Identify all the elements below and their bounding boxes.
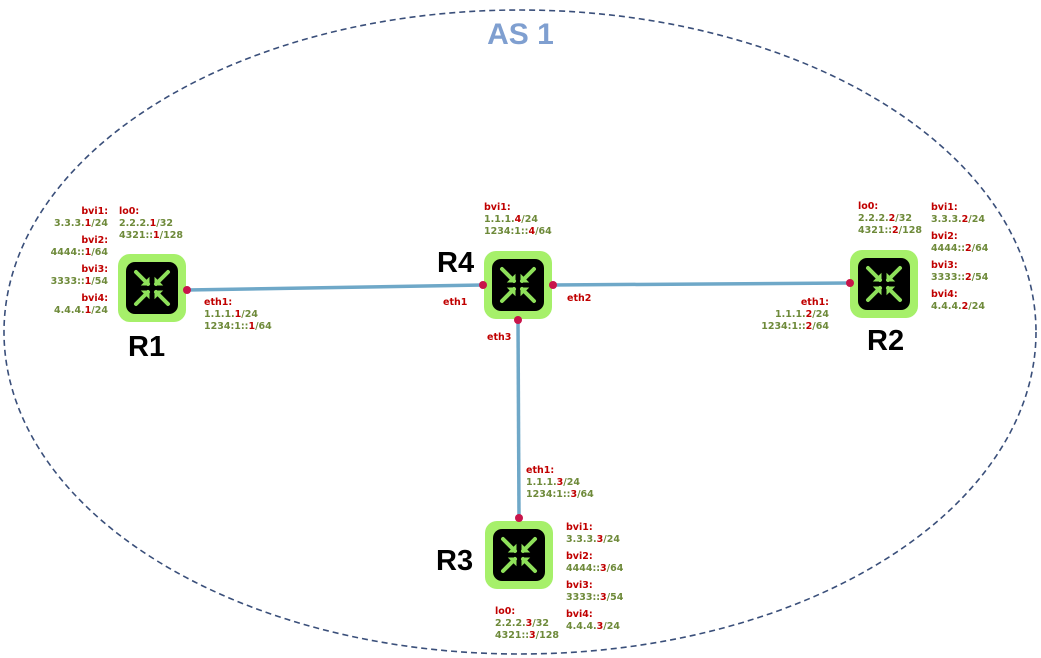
r3-bvi3-key: bvi3: — [566, 580, 593, 591]
r3-bvi2-addr: 4444::3/64 — [566, 563, 624, 574]
r2-bvi3-key: bvi3: — [931, 260, 958, 271]
r4-bvi1-key: bvi1: — [484, 202, 511, 213]
r1-lo0-ipv4: 2.2.2.1/32 — [119, 218, 173, 229]
r1-bvi3-addr: 3333::1/54 — [50, 276, 108, 287]
router-arrows-icon — [501, 537, 537, 573]
router-name-r4: R4 — [437, 247, 475, 279]
port-r3-eth1 — [515, 514, 523, 522]
r3-lo0-ipv6: 4321::3/128 — [495, 630, 559, 641]
r3-eth1-ipv4: 1.1.1.3/24 — [526, 477, 580, 488]
port-r2-eth1 — [846, 279, 854, 287]
r1-bvi4-addr: 4.4.4.1/24 — [54, 305, 108, 316]
r3-eth1-ipv6: 1234:1::3/64 — [526, 489, 594, 500]
r2-bvi4-key: bvi4: — [931, 289, 958, 300]
router-name-r1: R1 — [128, 331, 166, 363]
router-r3[interactable] — [485, 521, 553, 589]
port-r1-eth1 — [183, 286, 191, 294]
link-r4-r3 — [516, 319, 521, 518]
link-r1-r4 — [186, 283, 484, 292]
r3-lo0-block: lo0: 2.2.2.3/32 4321::3/128 — [495, 606, 559, 642]
as-boundary — [3, 9, 1037, 655]
r3-bvi-block: bvi1: 3.3.3.3/24 bvi2: 4444::3/64 bvi3: … — [566, 522, 623, 633]
r2-eth1-ipv6: 1234:1::2/64 — [761, 321, 829, 332]
r2-bvi2-addr: 4444::2/64 — [931, 243, 989, 254]
r4-eth2-label: eth2 — [567, 293, 592, 304]
r3-bvi1-key: bvi1: — [566, 522, 593, 533]
r4-bvi1-block: bvi1: 1.1.1.4/24 1234:1::4/64 — [484, 202, 552, 238]
router-r1[interactable] — [118, 254, 186, 322]
r3-lo0-ipv4: 2.2.2.3/32 — [495, 618, 549, 629]
r4-eth1-label: eth1 — [443, 297, 468, 308]
r1-lo0-key: lo0: — [119, 206, 140, 217]
r4-bvi1-ipv6: 1234:1::4/64 — [484, 226, 552, 237]
r1-lo0-ipv6: 4321::1/128 — [119, 230, 183, 241]
r1-eth1-ipv4: 1.1.1.1/24 — [204, 309, 258, 320]
r2-lo0-key: lo0: — [858, 201, 879, 212]
r1-eth1-block: eth1: 1.1.1.1/24 1234:1::1/64 — [204, 297, 272, 333]
r1-bvi4-key: bvi4: — [81, 293, 108, 304]
r2-bvi1-key: bvi1: — [931, 202, 958, 213]
router-arrows-icon — [134, 270, 170, 306]
r4-bvi1-ipv4: 1.1.1.4/24 — [484, 214, 538, 225]
r2-bvi1-addr: 3.3.3.2/24 — [931, 214, 985, 225]
r2-eth1-ipv4: 1.1.1.2/24 — [775, 309, 829, 320]
r3-bvi2-key: bvi2: — [566, 551, 593, 562]
r1-bvi-block: bvi1: 3.3.3.1/24 bvi2: 4444::1/64 bvi3: … — [20, 206, 108, 317]
r1-bvi2-key: bvi2: — [81, 235, 108, 246]
r3-bvi4-addr: 4.4.4.3/24 — [566, 621, 620, 632]
r2-bvi-block: bvi1: 3.3.3.2/24 bvi2: 4444::2/64 bvi3: … — [931, 202, 988, 313]
port-r4-eth2 — [549, 281, 557, 289]
router-r2[interactable] — [850, 250, 918, 318]
router-arrows-icon — [866, 266, 902, 302]
r1-bvi3-key: bvi3: — [81, 264, 108, 275]
as-label: AS 1 — [487, 18, 554, 51]
r2-eth1-block: eth1: 1.1.1.2/24 1234:1::2/64 — [740, 297, 829, 333]
router-name-r3: R3 — [436, 545, 474, 577]
port-r4-eth1 — [479, 281, 487, 289]
r3-bvi1-addr: 3.3.3.3/24 — [566, 534, 620, 545]
r3-lo0-key: lo0: — [495, 606, 516, 617]
router-name-r2: R2 — [867, 325, 905, 357]
r4-eth3-label: eth3 — [487, 332, 512, 343]
r2-bvi4-addr: 4.4.4.2/24 — [931, 301, 985, 312]
router-r4[interactable] — [484, 251, 552, 319]
r1-eth1-ipv6: 1234:1::1/64 — [204, 321, 272, 332]
r3-bvi3-addr: 3333::3/54 — [566, 592, 624, 603]
r3-bvi4-key: bvi4: — [566, 609, 593, 620]
router-arrows-icon — [500, 267, 536, 303]
r2-bvi2-key: bvi2: — [931, 231, 958, 242]
r3-eth1-block: eth1: 1.1.1.3/24 1234:1::3/64 — [526, 465, 594, 501]
link-r4-r2 — [551, 281, 851, 287]
r1-eth1-key: eth1: — [204, 297, 233, 308]
port-r4-eth3 — [514, 316, 522, 324]
r3-eth1-key: eth1: — [526, 465, 555, 476]
r1-lo0-block: lo0: 2.2.2.1/32 4321::1/128 — [119, 206, 183, 242]
r1-bvi2-addr: 4444::1/64 — [50, 247, 108, 258]
r1-bvi1-addr: 3.3.3.1/24 — [54, 218, 108, 229]
r2-lo0-ipv4: 2.2.2.2/32 — [858, 213, 912, 224]
r1-bvi1-key: bvi1: — [81, 206, 108, 217]
r2-eth1-key: eth1: — [800, 297, 829, 308]
r2-lo0-ipv6: 4321::2/128 — [858, 225, 922, 236]
r2-lo0-block: lo0: 2.2.2.2/32 4321::2/128 — [858, 201, 922, 237]
r2-bvi3-addr: 3333::2/54 — [931, 272, 989, 283]
